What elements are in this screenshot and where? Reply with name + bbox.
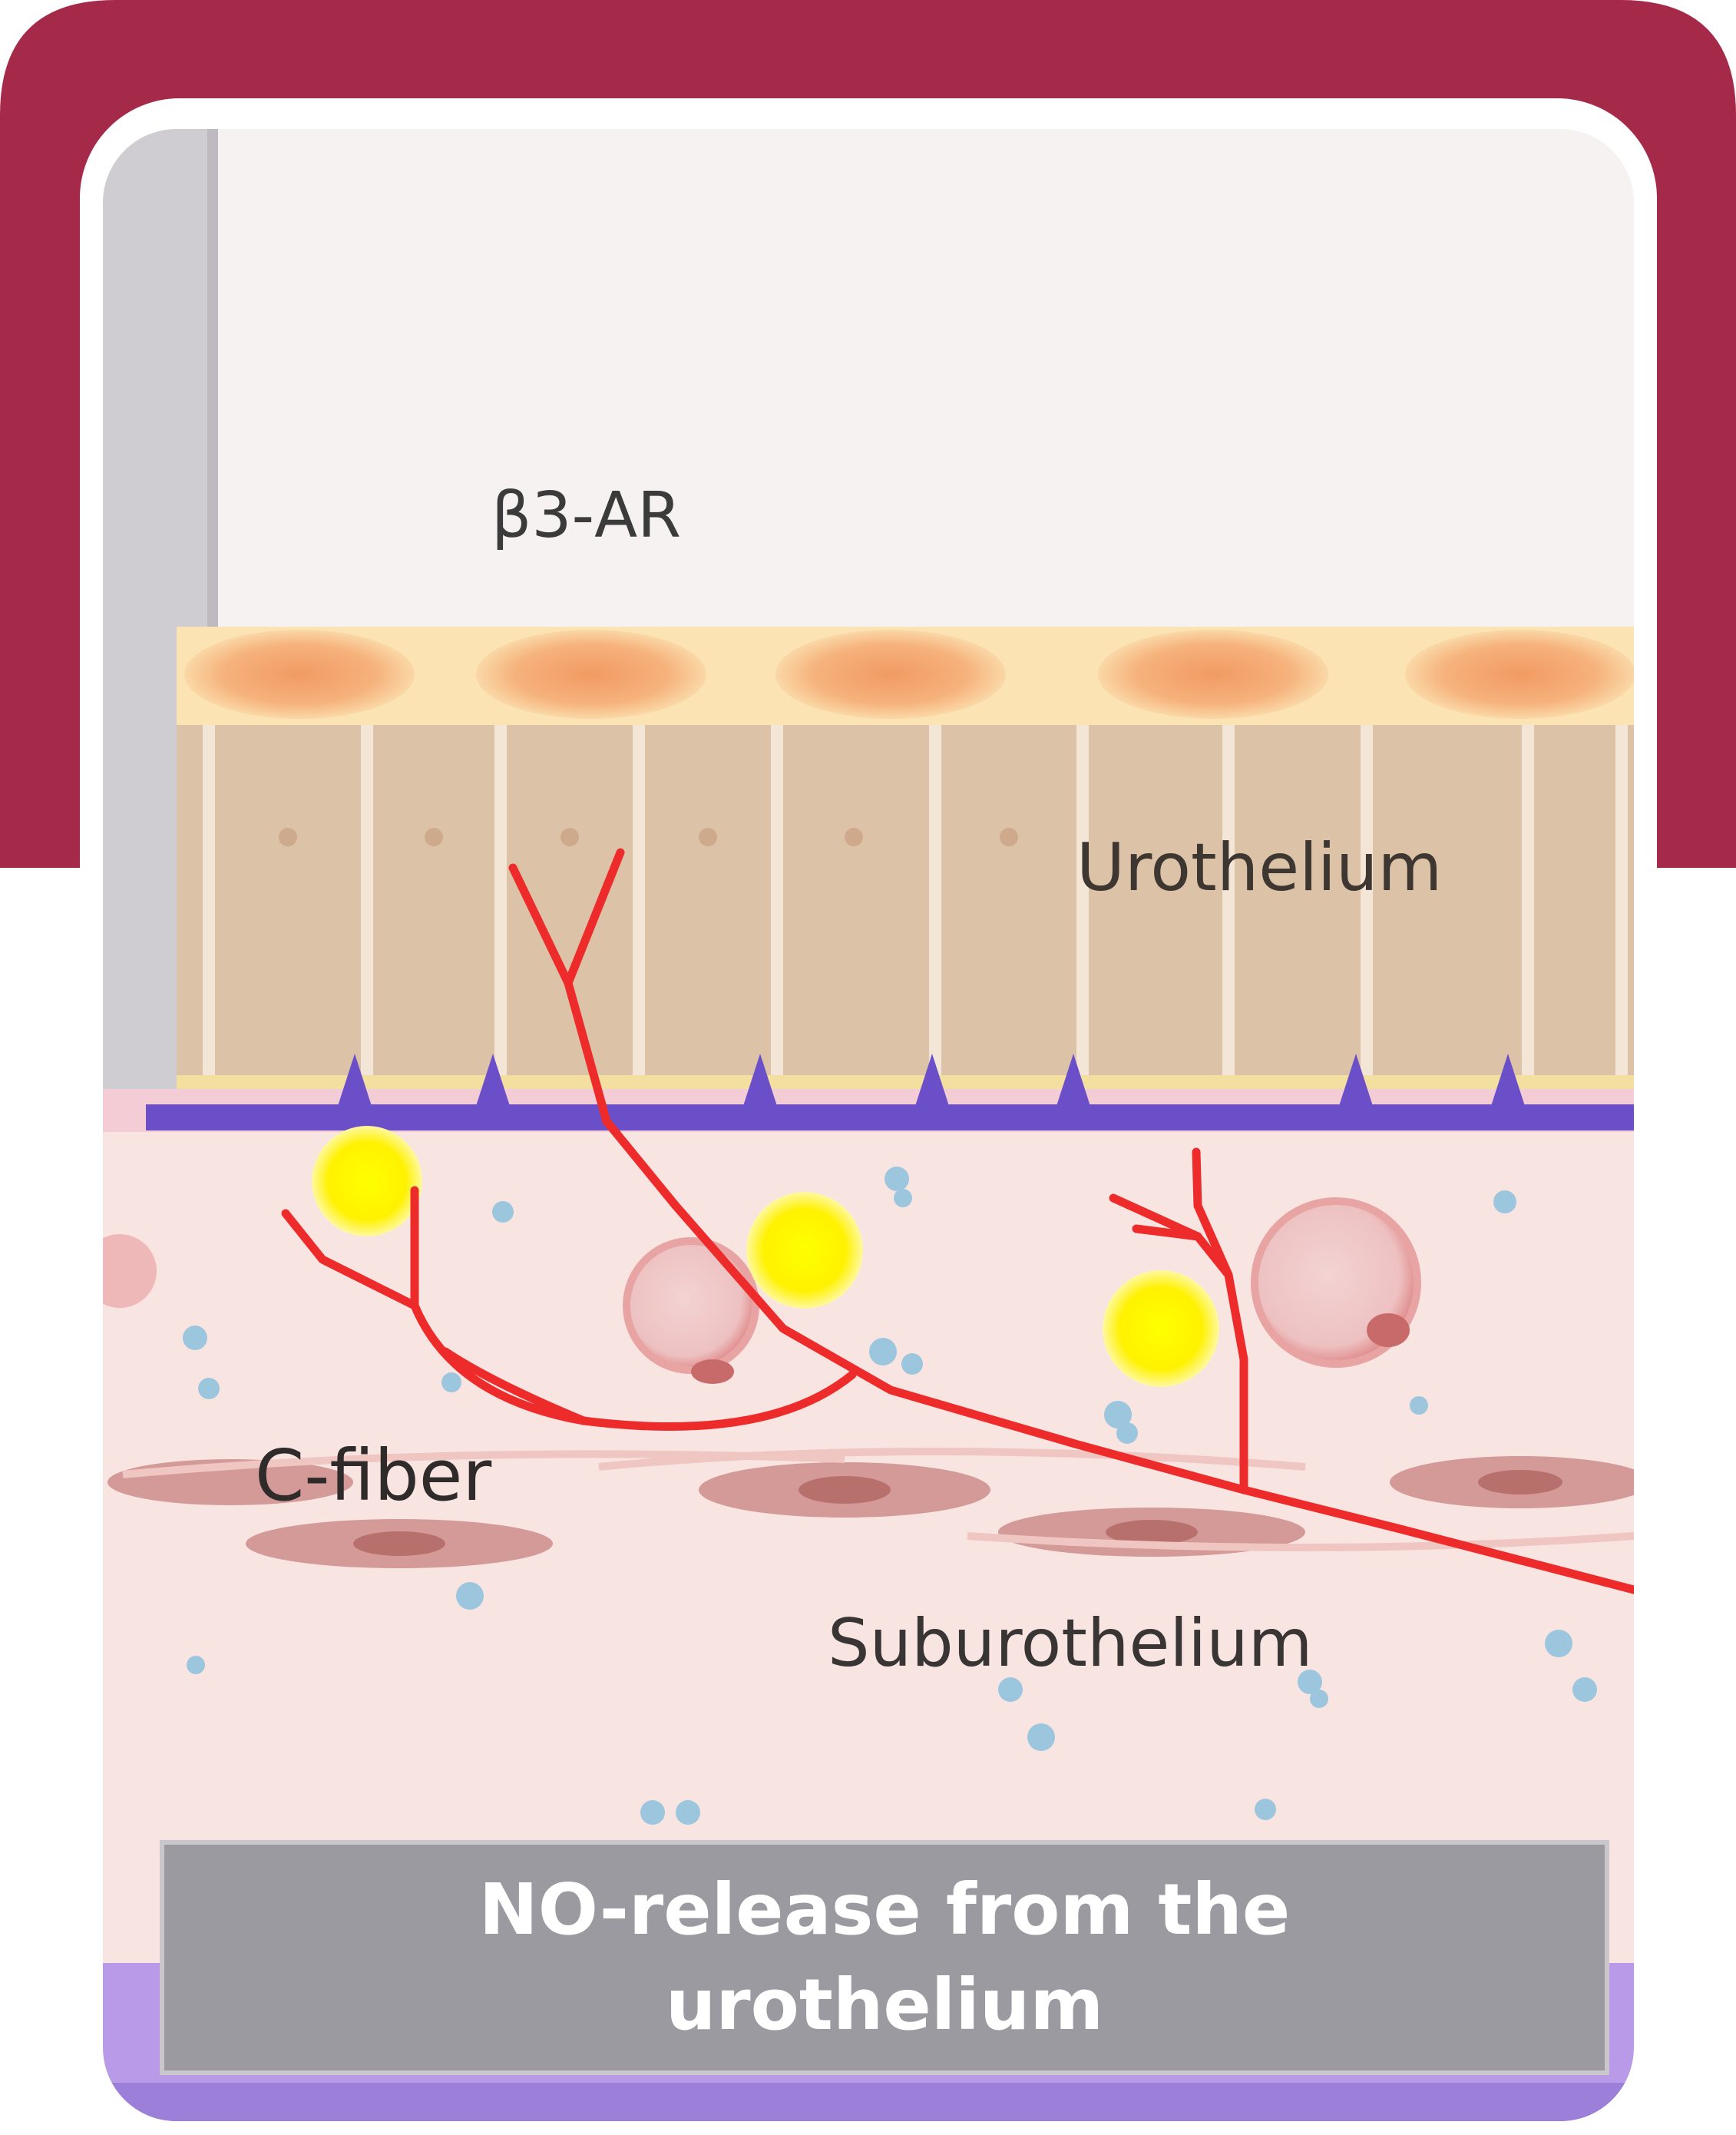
umbrella-cells bbox=[184, 630, 1634, 719]
panel-content bbox=[103, 129, 1634, 2121]
label-urothelium: Urothelium bbox=[1076, 829, 1443, 906]
urothelial-cells bbox=[203, 725, 1628, 1075]
no-molecules bbox=[312, 1126, 1219, 1387]
label-c-fiber: C-fiber bbox=[255, 1435, 492, 1517]
label-suburothelium: Suburothelium bbox=[828, 1605, 1313, 1682]
lumen bbox=[103, 129, 1634, 628]
interstitial-cells bbox=[103, 1197, 1421, 1384]
urothelium-layer bbox=[177, 725, 1634, 1106]
label-beta3-ar: β3-AR bbox=[491, 479, 682, 552]
c-fiber-nerves bbox=[281, 848, 1634, 1594]
caption-box: NO-release from the urothelium bbox=[160, 1840, 1609, 2075]
basement-membrane bbox=[146, 1054, 1634, 1130]
cell-nuclei bbox=[279, 828, 1018, 846]
caption-text: NO-release from the urothelium bbox=[478, 1869, 1291, 2046]
